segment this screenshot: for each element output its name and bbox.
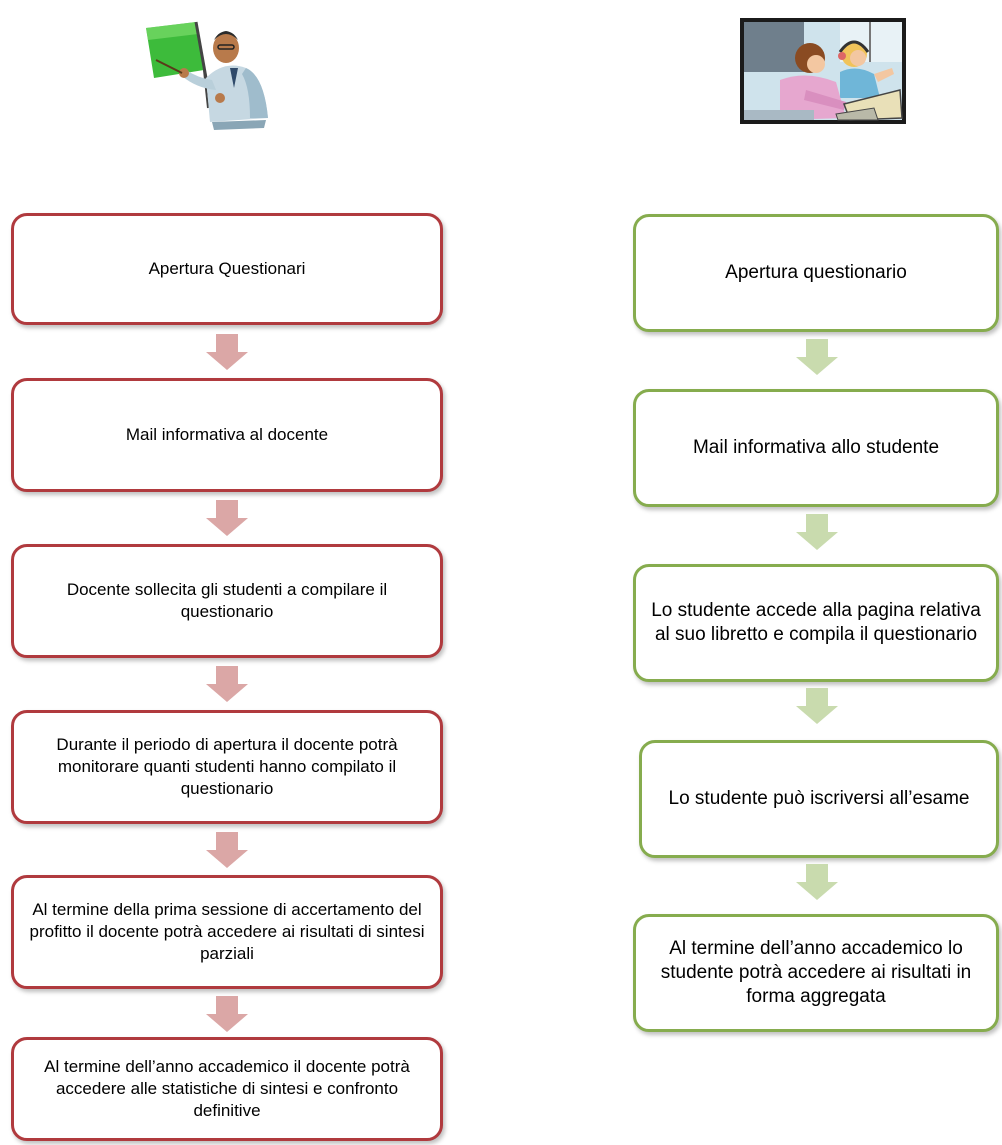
teacher-step-6-text: Al termine dell’anno accademico il docen… <box>44 1057 410 1120</box>
student-arrow-3-icon <box>796 688 838 724</box>
teacher-arrow-2-icon <box>206 500 248 536</box>
teacher-arrow-5-icon <box>206 996 248 1032</box>
student-step-2-text: Mail informativa allo studente <box>692 436 940 458</box>
student-step-5: Al termine dell’anno accademico lo stude… <box>633 914 999 1032</box>
student-step-2: Mail informativa allo studente <box>633 389 999 507</box>
teacher-step-5: Al termine della prima sessione di accer… <box>11 875 443 989</box>
student-step-3: Lo studente accede alla pagina relativa … <box>633 564 999 682</box>
teacher-step-3: Docente sollecita gli studenti a compila… <box>11 544 443 658</box>
student-arrow-1-icon <box>796 339 838 375</box>
student-step-4: Lo studente può iscriversi all’esame <box>639 740 999 858</box>
teacher-arrow-1-icon <box>206 334 248 370</box>
teacher-arrow-3-icon <box>206 666 248 702</box>
student-arrow-4-icon <box>796 864 838 900</box>
student-step-3-text: Lo studente accede alla pagina relativa … <box>651 599 981 645</box>
students-at-computer-clipart-icon <box>740 18 906 124</box>
teacher-step-2: Mail informativa al docente <box>11 378 443 492</box>
student-step-1-text: Apertura questionario <box>725 261 907 283</box>
teacher-step-6: Al termine dell’anno accademico il docen… <box>11 1037 443 1141</box>
teacher-step-1: Apertura Questionari <box>11 213 443 325</box>
teacher-arrow-4-icon <box>206 832 248 868</box>
teacher-step-2-text: Mail informativa al docente <box>125 425 329 445</box>
student-arrow-2-icon <box>796 514 838 550</box>
teacher-step-4: Durante il periodo di apertura il docent… <box>11 710 443 824</box>
teacher-step-3-text: Docente sollecita gli studenti a compila… <box>66 580 388 621</box>
teacher-step-1-text: Apertura Questionari <box>148 259 306 279</box>
student-step-4-text: Lo studente può iscriversi all’esame <box>668 787 970 809</box>
teacher-clipart-icon <box>146 21 268 130</box>
teacher-step-4-text: Durante il periodo di apertura il docent… <box>56 735 398 798</box>
teacher-step-5-text: Al termine della prima sessione di accer… <box>29 900 425 963</box>
student-step-1: Apertura questionario <box>633 214 999 332</box>
student-step-5-text: Al termine dell’anno accademico lo stude… <box>660 937 972 1008</box>
